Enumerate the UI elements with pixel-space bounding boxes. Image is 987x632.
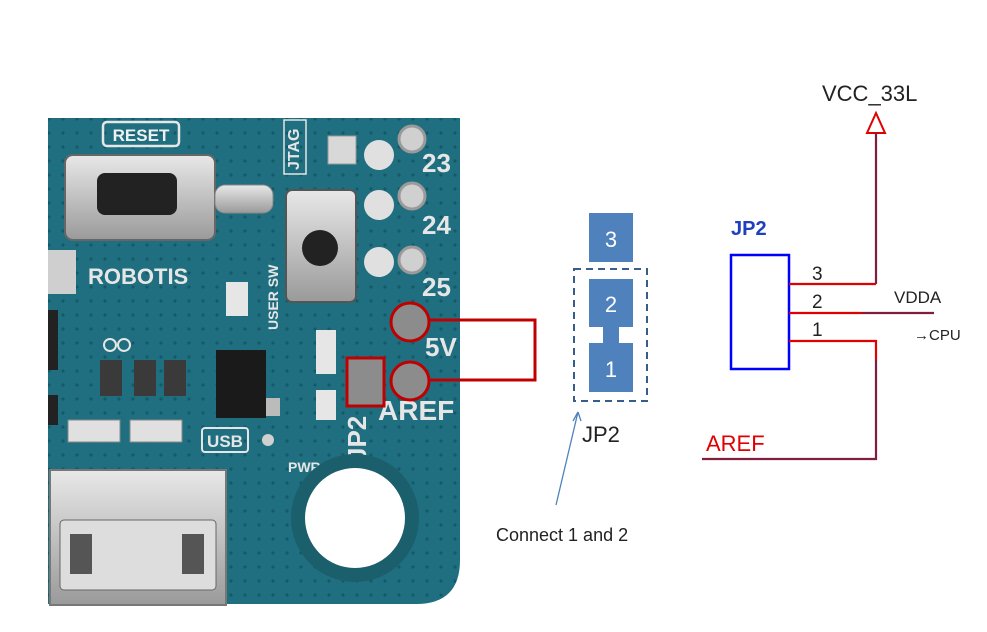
test-pad [327,135,357,165]
jumper-pin-2-label: 2 [605,292,617,317]
smd-resistor-array [100,338,186,396]
schematic-jp2-box [729,253,791,371]
pcb-rounded-corner [416,560,460,604]
usb-label: USB [207,432,243,451]
reset-button-cap [97,173,177,215]
usb-port-opening [59,519,217,591]
instruction-text: Connect 1 and 2 [496,525,628,545]
aref-schematic-label: AREF [706,431,765,456]
capacitor-2 [129,419,183,443]
usb-label-box [201,427,249,453]
schematic-pin-2: 2 [812,292,823,313]
left-header-2 [48,395,58,425]
reset-label-box [101,120,181,148]
regulator-tab [266,398,280,416]
schematic: VCC_33L JP2 3 2 1 VDDA →CPU AREF [702,81,961,461]
brand-label: ROBOTIS [88,264,188,289]
reset-label: RESET [113,126,170,145]
pin-holes-upper [364,124,427,277]
highlight-connector-line [429,318,537,382]
instruction-pointer-arrowhead [572,411,582,422]
user-sw-label: USER SW [265,264,281,330]
aref-net-line [702,360,878,461]
schematic-pin-3: 3 [812,264,823,285]
crystal-component [214,184,274,214]
pin-1-wire [789,339,878,360]
schematic-component-label: JP2 [731,218,767,240]
schematic-pin-1: 1 [812,320,823,341]
smd-led [316,390,336,420]
jumper-highlight-square [345,356,386,408]
usb-port-slot-1 [70,534,92,574]
left-header [48,310,58,370]
regulator-chip [216,350,266,418]
jumper-pin-1-label: 1 [605,357,617,382]
smd-resistor-1 [226,282,248,316]
jumper-label: JP2 [582,422,620,447]
jumper-diagram: 3 2 1 JP2 Connect 1 and 2 [496,213,648,545]
mounting-hole [305,468,405,568]
jtag-label: JTAG [286,129,303,170]
pin-24-label: 24 [422,210,451,240]
jumper-pin-2 [589,279,633,327]
vcc-label: VCC_33L [822,81,917,106]
jumper-link [603,326,619,344]
smd-resistor-2 [316,330,336,374]
board-small-hole [262,434,274,446]
vdda-label: VDDA [894,288,942,307]
pin-23-label: 23 [422,148,451,178]
usb-port-slot-2 [182,534,204,574]
instruction-pointer-line [555,411,579,506]
brand-strip [48,250,76,294]
cpu-label: →CPU [914,327,961,344]
vcc-arrow-symbol [865,110,887,134]
jtag-box [283,119,307,175]
pin-25-label: 25 [422,272,451,302]
pin-highlight-upper [389,301,431,343]
board-photo: RESET ROBOTIS JTAG USER SW 23 24 [48,118,537,606]
capacitor-1 [67,419,121,443]
jumper-pin-3-label: 3 [605,227,617,252]
jumper-dashed-box [573,268,648,402]
jumper-pin-3 [589,213,633,262]
jumper-pin-1 [589,343,633,392]
pin-5v-label: 5V [425,332,457,362]
pin-highlight-lower [389,360,431,402]
user-switch-button [302,230,338,266]
